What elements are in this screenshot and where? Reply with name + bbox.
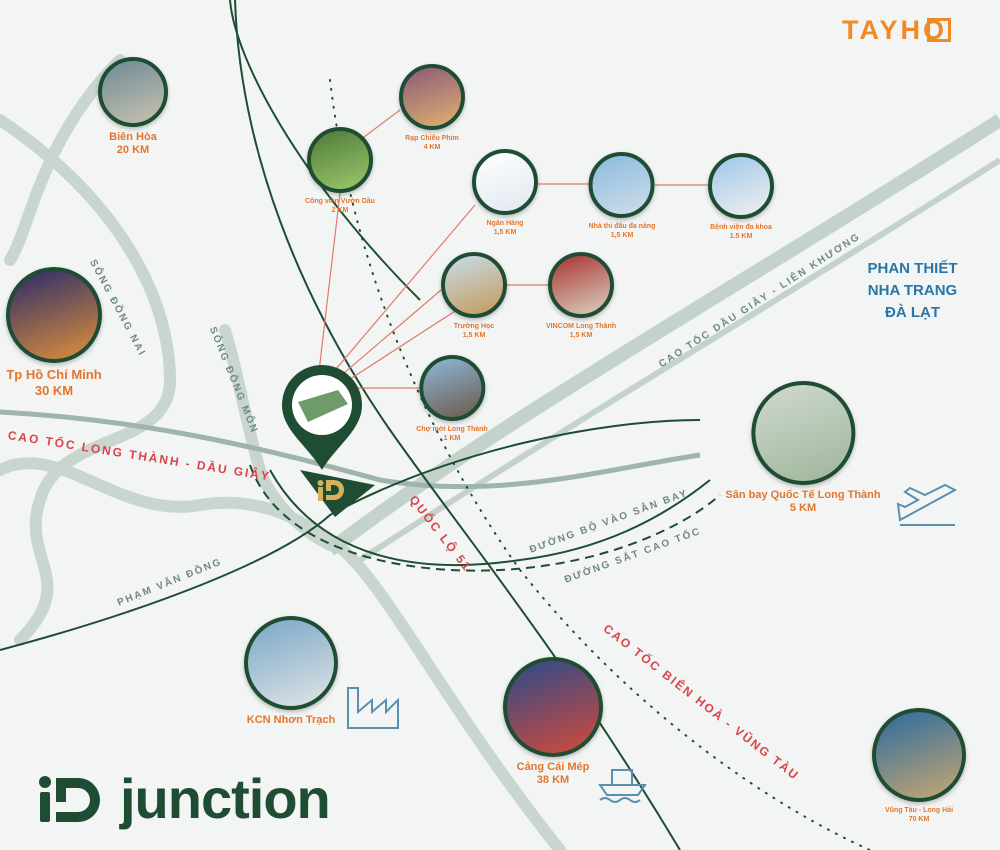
poi-distance: 20 KM	[116, 144, 150, 156]
road-long-thanh-dau-giay	[0, 409, 701, 490]
road-extra	[229, 0, 421, 301]
road-dau-giay-lien-khuong	[325, 114, 1000, 556]
poi-distance: 2 KM	[331, 207, 349, 214]
id-pin-logo-icon	[317, 480, 344, 501]
poi-v-ng-t-u-long-h-i: Vũng Tàu - Long Hải 70 KM	[872, 708, 966, 824]
plane-icon	[896, 483, 958, 526]
poi-c-ng-vi-n-v-n-d-u: Công viên Vườn Dầu 2 KM	[305, 127, 375, 215]
river-upper	[4, 54, 126, 266]
railway	[249, 464, 721, 572]
project-pin	[282, 365, 375, 517]
poi-photo	[872, 708, 966, 802]
poi-name: Vũng Tàu - Long Hải	[884, 807, 954, 814]
poi-distance: 1.5 KM	[729, 233, 753, 240]
poi-photo	[750, 381, 855, 485]
poi-label: Trường Học 1,5 KM	[441, 322, 507, 340]
poi-photo	[441, 252, 507, 318]
poi-label: Công viên Vườn Dầu 2 KM	[305, 197, 375, 215]
poi-name: VINCOM Long Thành	[546, 323, 616, 330]
poi-distance: 1 KM	[443, 435, 461, 442]
tayho-logo: TAYHO	[842, 14, 952, 46]
road-pham-van-dong	[0, 419, 701, 651]
junction-logo: junction	[38, 766, 331, 831]
poi-distance: 5 KM	[789, 502, 817, 514]
poi-name: Công viên Vườn Dầu	[305, 198, 375, 205]
poi-name: KCN Nhơn Trạch	[246, 714, 336, 726]
ship-icon	[598, 769, 647, 803]
poi-ch-m-i-long-th-nh: Chợ mới Long Thành 1 KM	[416, 355, 488, 443]
poi-b-nh-vi-n-a-khoa: Bệnh viện đa khoa 1.5 KM	[708, 153, 774, 241]
poi-label: Nhà thi đấu đa năng 1,5 KM	[589, 222, 656, 240]
poi-distance: 30 KM	[34, 383, 74, 398]
river-dong-mon	[219, 324, 336, 551]
river-dong-nai	[0, 114, 177, 646]
poi-distance: 4 KM	[423, 144, 441, 151]
destination-da-lat: ĐÀ LẠT	[885, 304, 940, 321]
poi-photo	[6, 267, 102, 363]
poi-ng-n-h-ng: Ngân Hàng 1,5 KM	[472, 149, 538, 237]
poi-photo	[98, 57, 168, 127]
poi-distance: 38 KM	[536, 774, 570, 786]
poi-photo	[472, 149, 538, 215]
poi-kcn-nh-n-tr-ch: KCN Nhơn Trạch	[244, 616, 338, 727]
destination-nha-trang: NHA TRANG	[867, 282, 958, 299]
poi-tr-ng-h-c: Trường Học 1,5 KM	[441, 252, 507, 340]
poi-name: Bệnh viện đa khoa	[710, 224, 772, 231]
poi-name: Sân bay Quốc Tế Long Thành	[725, 489, 881, 501]
poi-name: Rạp Chiếu Phim	[405, 135, 459, 142]
poi-photo	[399, 64, 465, 130]
project-name: junction	[120, 767, 331, 830]
poi-name: Cảng Cái Mép	[516, 761, 590, 773]
poi-photo	[306, 127, 373, 193]
factory-icon	[347, 687, 399, 729]
poi-distance: 1,5 KM	[610, 232, 634, 239]
poi-label: Ngân Hàng 1,5 KM	[472, 219, 538, 237]
poi-photo	[548, 252, 614, 318]
poi-label: Bệnh viện đa khoa 1.5 KM	[708, 223, 774, 241]
poi-distance: 1,5 KM	[462, 332, 486, 339]
poi-name: Biên Hòa	[109, 131, 157, 143]
poi-photo	[503, 657, 603, 757]
developer-name: TAYHO	[842, 15, 948, 45]
poi-label: Vũng Tàu - Long Hải 70 KM	[872, 806, 966, 824]
poi-nh-thi-u-a-n-ng: Nhà thi đấu đa năng 1,5 KM	[588, 152, 656, 240]
id-logo-icon	[39, 775, 100, 822]
poi-distance: 1,5 KM	[493, 229, 517, 236]
destinations: PHAN THIẾT NHA TRANG ĐÀ LẠT	[855, 258, 970, 324]
poi-label: Chợ mới Long Thành 1 KM	[416, 425, 487, 443]
poi-photo	[418, 355, 485, 421]
poi-vincom-long-th-nh: VINCOM Long Thành 1,5 KM	[546, 252, 616, 340]
poi-name: Trường Học	[453, 323, 495, 330]
poi-distance: 1,5 KM	[569, 332, 593, 339]
poi-label: KCN Nhơn Trạch	[244, 714, 338, 727]
road-bien-hoa-vung-tau	[329, 79, 871, 850]
poi-distance: 70 KM	[908, 816, 930, 823]
poi-photo	[244, 616, 338, 710]
poi-label: VINCOM Long Thành 1,5 KM	[546, 322, 616, 340]
road-airport	[269, 469, 711, 567]
poi-name: Chợ mới Long Thành	[416, 426, 488, 433]
destination-phan-thiet: PHAN THIẾT	[867, 260, 958, 277]
poi-r-p-chi-u-phim: Rạp Chiếu Phim 4 KM	[399, 64, 465, 152]
poi-label: Rạp Chiếu Phim 4 KM	[399, 134, 465, 152]
poi-photo	[588, 152, 655, 218]
road-dau-giay-lien-khuong-edge	[358, 157, 1000, 563]
poi-name: Ngân Hàng	[486, 220, 524, 227]
poi-name: Tp Hồ Chí Minh	[6, 367, 102, 382]
poi-name: Nhà thi đấu đa năng	[588, 223, 656, 230]
poi-photo	[708, 153, 774, 219]
